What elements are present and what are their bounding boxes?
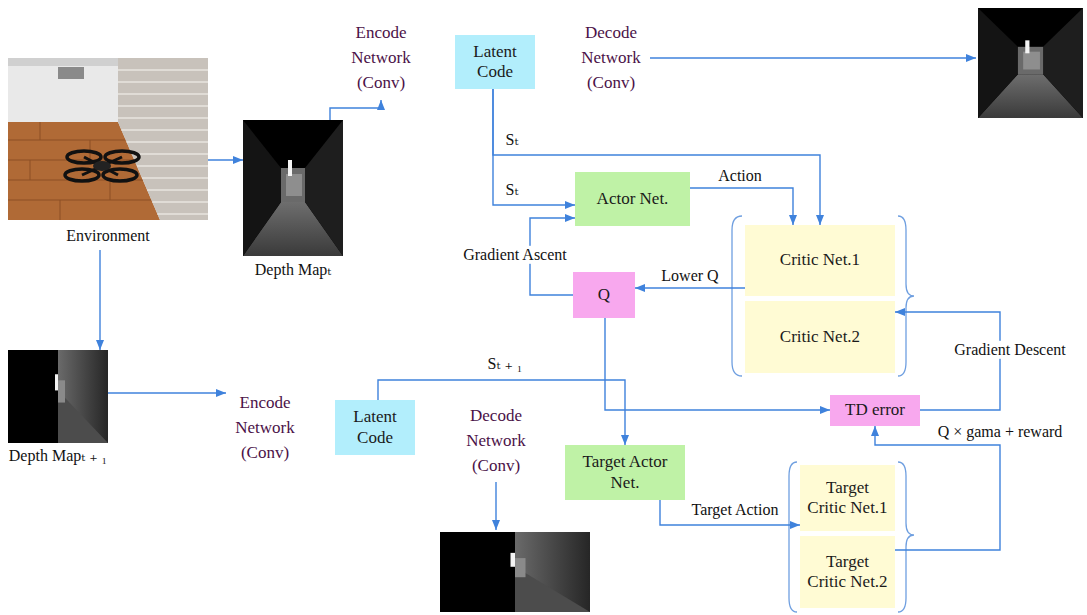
node-label: Target Critic Net.2 <box>806 552 890 593</box>
brick-wall <box>118 58 208 220</box>
critic-network-box: Critic Net.2 <box>745 301 895 373</box>
plank-line <box>8 140 126 141</box>
drone-rotor <box>65 169 99 181</box>
brick-line <box>118 117 208 119</box>
edge-label: Sₜ <box>504 131 521 149</box>
decode-arrow <box>495 482 496 530</box>
left-bracket <box>789 462 797 612</box>
target-critic-box: Target Critic Net.2 <box>800 536 895 608</box>
brick-line <box>142 177 208 179</box>
drone-body <box>93 161 111 171</box>
node-label: Target Actor Net. <box>583 452 668 493</box>
flow-arrow <box>208 159 243 160</box>
depth-map-image: Depth Mapₜ <box>243 120 343 284</box>
ceiling-strip <box>8 58 118 66</box>
brick-line <box>118 93 208 95</box>
depth-map-image <box>8 350 108 443</box>
edge-label: Lower Q <box>659 267 720 285</box>
edge-label: Action <box>716 167 764 185</box>
flow-arrow <box>690 188 793 225</box>
node-label: Critic Net.2 <box>780 327 860 347</box>
decoded-depth-image <box>978 8 1083 118</box>
latent-code-box: Latent Code <box>455 35 535 89</box>
latent-code-box: Latent Code <box>335 400 415 455</box>
decoded-depth-image <box>440 532 590 612</box>
plank-seam <box>60 200 61 220</box>
drone-rotor <box>103 169 137 181</box>
decode-arrow <box>650 57 976 58</box>
q-value-box: Q <box>573 272 635 318</box>
node-label: Target Critic Net.1 <box>806 478 890 519</box>
brick-line <box>121 129 208 131</box>
wall-frame <box>58 67 84 79</box>
layout-arrows <box>108 58 976 530</box>
node-label: TD error <box>845 400 905 420</box>
depth-map-image: Depth Mapₜ ₊ ₁ <box>3 350 114 470</box>
brick-line <box>152 201 208 203</box>
td-error-box: TD error <box>830 395 920 426</box>
brick-line <box>137 165 208 167</box>
plank-seam <box>110 180 111 200</box>
flow-arrow <box>635 287 745 288</box>
depth-map-image <box>243 120 343 256</box>
flow-arrow <box>99 250 100 350</box>
node-label: Latent Code <box>460 42 530 83</box>
brick-line <box>118 81 208 83</box>
network-label: Encode Network (Conv) <box>340 20 422 95</box>
environment-illustration <box>8 58 208 220</box>
brick-line <box>132 153 208 155</box>
right-brace <box>898 216 914 376</box>
brick-line <box>118 105 208 107</box>
environment-image: Environment <box>8 58 208 250</box>
plank-seam <box>40 122 41 140</box>
room-background <box>8 58 208 220</box>
brick-line <box>147 189 208 191</box>
drone-symbol <box>65 151 139 181</box>
drone-arm <box>82 157 122 175</box>
flow-arrow <box>493 89 820 225</box>
edge-label: Gradient Descent <box>952 341 1068 359</box>
image-caption: Environment <box>66 226 150 245</box>
encode-arrow <box>330 100 381 120</box>
plank-seam <box>30 160 31 180</box>
edge-label: Gradient Ascent <box>461 246 569 264</box>
image-caption: Depth Mapₜ ₊ ₁ <box>9 446 107 465</box>
actor-network-box: Actor Net. <box>575 172 690 226</box>
edge-label: Target Action <box>689 501 780 519</box>
brick-line <box>118 69 208 71</box>
target-critic-box: Target Critic Net.1 <box>800 465 895 531</box>
target-actor-box: Target Actor Net. <box>565 445 685 500</box>
plank-line <box>8 200 151 201</box>
node-label: Critic Net.1 <box>780 250 860 270</box>
brick-line <box>127 141 208 143</box>
drone-rotor <box>67 151 101 163</box>
encode-arrow <box>108 392 226 393</box>
network-label: Decode Network (Conv) <box>570 20 652 95</box>
node-label: Actor Net. <box>597 189 669 209</box>
network-label: Encode Network (Conv) <box>224 390 306 465</box>
flow-arrow <box>493 89 575 205</box>
edge-label: Sₜ <box>504 181 521 199</box>
node-label: Q <box>598 285 610 305</box>
brick-lines <box>118 70 208 214</box>
left-bracket <box>732 216 742 376</box>
drone-rotor <box>105 151 139 163</box>
group-braces <box>732 216 914 612</box>
critic-network-box: Critic Net.1 <box>745 225 895 296</box>
image-caption: Depth Mapₜ <box>255 260 331 279</box>
node-label: Latent Code <box>340 407 410 448</box>
right-brace <box>898 462 914 612</box>
flow-arrow <box>660 500 800 525</box>
network-label: Decode Network (Conv) <box>455 403 537 478</box>
edge-label: Q × gama + reward <box>936 423 1065 441</box>
brick-line <box>157 213 208 215</box>
edge-label: Sₜ ₊ ₁ <box>486 355 525 373</box>
